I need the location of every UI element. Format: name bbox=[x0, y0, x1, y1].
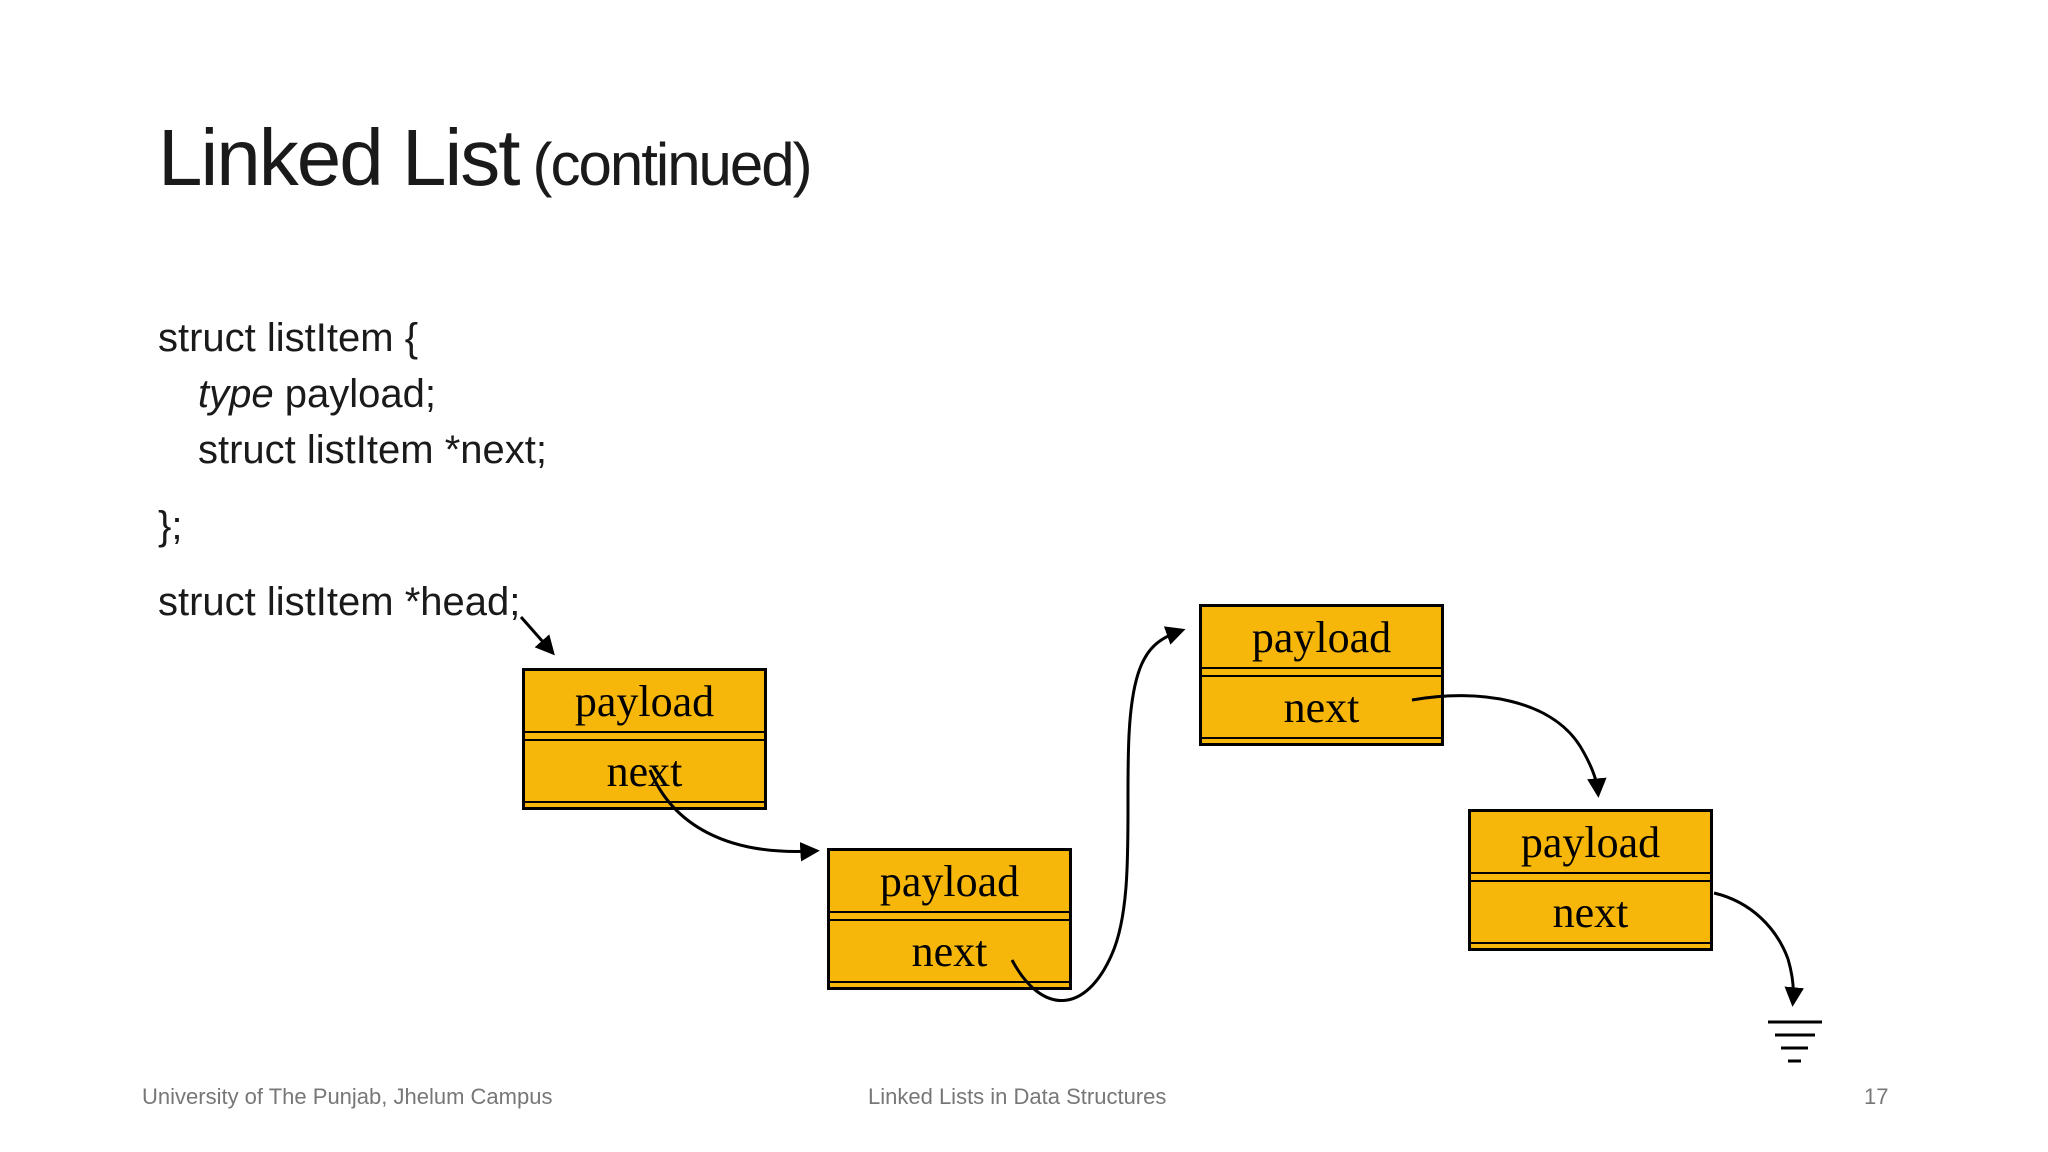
node-divider bbox=[830, 913, 1069, 921]
ground-icon bbox=[1768, 1020, 1822, 1063]
code-block: struct listItem { type payload; struct lis… bbox=[158, 310, 547, 630]
code-line: struct listItem *next; bbox=[158, 422, 547, 478]
slide-title-suffix: (continued) bbox=[532, 131, 812, 198]
linked-list-node: payload next bbox=[522, 668, 767, 810]
footer-page-number: 17 bbox=[1864, 1084, 1889, 1109]
node-next-cell: next bbox=[1202, 677, 1441, 739]
node-bottom-strip bbox=[1471, 944, 1710, 948]
node-payload-cell: payload bbox=[525, 671, 764, 733]
node-divider bbox=[525, 733, 764, 741]
code-segment: type bbox=[198, 372, 274, 416]
code-segment: payload; bbox=[273, 372, 436, 416]
code-segment: struct listItem { bbox=[158, 316, 419, 360]
node-bottom-strip bbox=[1202, 739, 1441, 743]
node-next-cell: next bbox=[830, 921, 1069, 983]
code-segment: struct listItem *head; bbox=[158, 580, 521, 624]
code-segment: }; bbox=[158, 504, 183, 548]
arrow-node4-to-null bbox=[1713, 891, 1804, 1007]
linked-list-node: payload next bbox=[1199, 604, 1444, 746]
slide-title: Linked List(continued) bbox=[158, 112, 813, 204]
code-line: struct listItem *head; bbox=[158, 574, 547, 630]
code-line: struct listItem { bbox=[158, 310, 547, 366]
linked-list-node: payload next bbox=[827, 848, 1072, 990]
footer-institution: University of The Punjab, Jhelum Campus bbox=[142, 1084, 553, 1109]
footer-deck-title: Linked Lists in Data Structures bbox=[868, 1084, 1167, 1109]
slide-title-main: Linked List bbox=[158, 113, 520, 202]
node-next-cell: next bbox=[1471, 882, 1710, 944]
node-payload-cell: payload bbox=[1471, 812, 1710, 874]
node-payload-cell: payload bbox=[1202, 607, 1441, 669]
node-next-cell: next bbox=[525, 741, 764, 803]
code-line: type payload; bbox=[158, 366, 547, 422]
node-bottom-strip bbox=[525, 803, 764, 807]
code-segment: struct listItem *next; bbox=[198, 428, 547, 472]
node-divider bbox=[1202, 669, 1441, 677]
linked-list-node: payload next bbox=[1468, 809, 1713, 951]
node-bottom-strip bbox=[830, 983, 1069, 987]
node-divider bbox=[1471, 874, 1710, 882]
node-payload-cell: payload bbox=[830, 851, 1069, 913]
code-line: }; bbox=[158, 498, 547, 554]
